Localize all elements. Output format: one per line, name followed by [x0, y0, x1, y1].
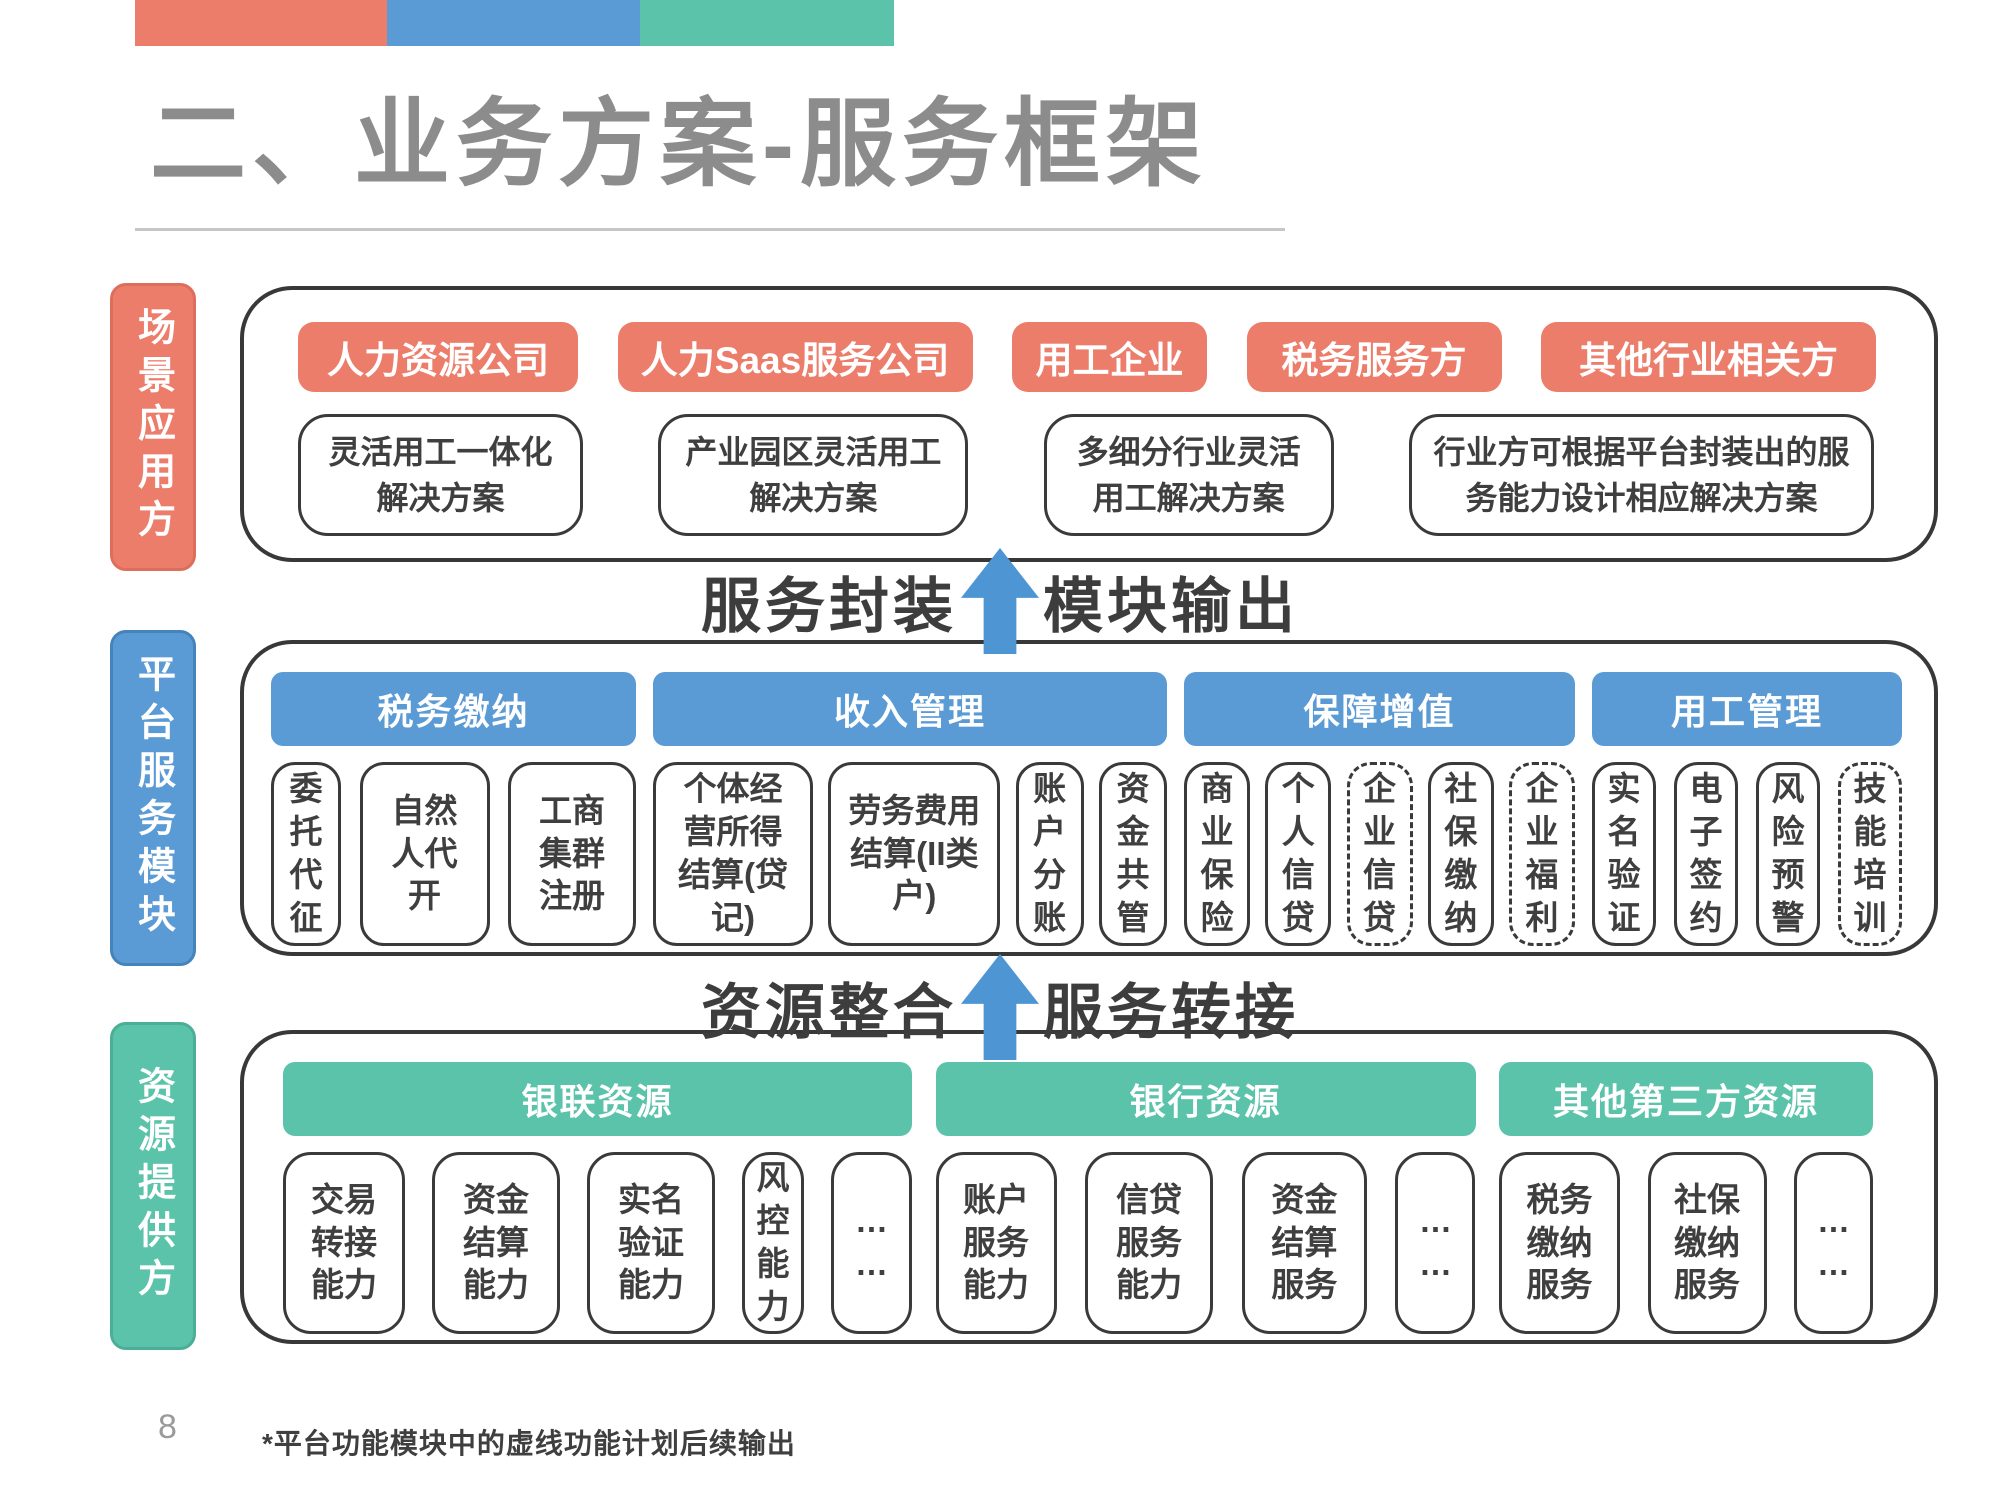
module-cell: 工商集群注册: [508, 762, 636, 946]
solution-row: 灵活用工一体化解决方案产业园区灵活用工解决方案多细分行业灵活用工解决方案行业方可…: [298, 414, 1874, 536]
side-label-platform: 平台服务模块: [110, 630, 196, 966]
capability-cell: 资金结算服务: [1241, 1152, 1367, 1334]
cell-row: 交易转接能力资金结算能力实名验证能力风控能力 ……: [283, 1152, 912, 1334]
resource-band-container: 银联资源交易转接能力资金结算能力实名验证能力风控能力……银行资源账户服务能力信贷…: [240, 1030, 1938, 1344]
cell-row: 商业保险个人信贷企业信贷社保缴纳企业福利: [1184, 762, 1575, 946]
module-cell: 委托代征: [271, 762, 341, 946]
cell-row: 委托代征自然人代开工商集群注册: [271, 762, 636, 946]
module-cell: 技能培训: [1838, 762, 1902, 946]
capability-cell: 实名验证能力: [587, 1152, 715, 1334]
actor-button: 人力资源公司: [298, 322, 578, 392]
actor-button: 税务服务方: [1246, 322, 1502, 392]
page-number: 8: [158, 1408, 177, 1446]
solution-card: 行业方可根据平台封装出的服务能力设计相应解决方案: [1408, 414, 1874, 536]
actor-button: 其他行业相关方: [1541, 322, 1876, 392]
solution-card: 灵活用工一体化解决方案: [298, 414, 583, 536]
cell-row: 个体经营所得结算(贷记)劳务费用结算(II类户)账户分账资金共管: [653, 762, 1167, 946]
module-cell: 企业福利: [1509, 762, 1575, 946]
platform-groups-row: 税务缴纳委托代征自然人代开工商集群注册收入管理个体经营所得结算(贷记)劳务费用结…: [271, 672, 1902, 946]
footnote: *平台功能模块中的虚线功能计划后续输出: [262, 1428, 796, 1459]
scenario-band-container: 人力资源公司人力Saas服务公司用工企业税务服务方其他行业相关方 灵活用工一体化…: [240, 286, 1938, 562]
module-cell: 个人信贷: [1265, 762, 1332, 946]
module-cell: 自然人代开: [359, 762, 490, 946]
capability-cell: 风控能力: [742, 1152, 804, 1334]
actor-button: 用工企业: [1012, 322, 1207, 392]
group-header: 银行资源: [935, 1062, 1476, 1136]
platform-group: 保障增值商业保险个人信贷企业信贷社保缴纳企业福利: [1184, 672, 1575, 946]
module-cell: 个体经营所得结算(贷记): [653, 762, 813, 946]
page-title: 二、业务方案-服务框架: [150, 91, 1208, 198]
flow-banner-service-packaging: 服务封装 模块输出: [0, 548, 2000, 654]
capability-cell: 信贷服务能力: [1085, 1152, 1214, 1334]
brand-bar-blue: [387, 0, 640, 46]
cell-row: 税务缴纳服务社保缴纳服务……: [1499, 1152, 1873, 1334]
side-label-scenario: 场景应用方: [110, 283, 196, 571]
platform-band-container: 税务缴纳委托代征自然人代开工商集群注册收入管理个体经营所得结算(贷记)劳务费用结…: [240, 640, 1938, 956]
platform-group: 税务缴纳委托代征自然人代开工商集群注册: [271, 672, 636, 946]
group-header: 保障增值: [1184, 672, 1575, 746]
actor-button: 人力Saas服务公司: [617, 322, 973, 392]
flow-label-right: 模块输出: [1043, 572, 1299, 640]
resource-groups-row: 银联资源交易转接能力资金结算能力实名验证能力风控能力……银行资源账户服务能力信贷…: [283, 1062, 1873, 1334]
resource-group: 其他第三方资源税务缴纳服务社保缴纳服务……: [1499, 1062, 1873, 1334]
cell-row: 实名验证电子签约风险预警技能培训: [1592, 762, 1902, 946]
module-cell: 社保缴纳: [1427, 762, 1494, 946]
up-arrow-icon: [961, 548, 1039, 654]
module-cell: 劳务费用结算(II类户): [828, 762, 1001, 946]
module-cell: 企业信贷: [1346, 762, 1413, 946]
solution-card: 多细分行业灵活用工解决方案: [1043, 414, 1334, 536]
brand-bar-salmon: [135, 0, 387, 46]
up-arrow-icon: [961, 954, 1039, 1060]
actor-row: 人力资源公司人力Saas服务公司用工企业税务服务方其他行业相关方: [298, 322, 1876, 392]
module-cell: 实名验证: [1592, 762, 1656, 946]
module-cell: 电子签约: [1674, 762, 1738, 946]
flow-banner-resource-integration: 资源整合 服务转接: [0, 954, 2000, 1060]
capability-cell: 交易转接能力: [283, 1152, 405, 1334]
group-header: 银联资源: [283, 1062, 912, 1136]
capability-cell: 税务缴纳服务: [1499, 1152, 1620, 1334]
flow-label-right: 服务转接: [1043, 978, 1299, 1046]
capability-cell: 账户服务能力: [935, 1152, 1057, 1334]
flow-label-left: 服务封装: [701, 572, 957, 640]
group-header: 其他第三方资源: [1499, 1062, 1873, 1136]
module-cell: 风险预警: [1756, 762, 1820, 946]
group-header: 用工管理: [1592, 672, 1902, 746]
platform-group: 用工管理实名验证电子签约风险预警技能培训: [1592, 672, 1902, 946]
resource-group: 银联资源交易转接能力资金结算能力实名验证能力风控能力 ……: [283, 1062, 912, 1334]
side-label-resource: 资源提供方: [110, 1022, 196, 1350]
module-cell: 商业保险: [1184, 762, 1250, 946]
module-cell: 账户分账: [1015, 762, 1084, 946]
capability-cell: 社保缴纳服务: [1647, 1152, 1767, 1334]
capability-cell: ……: [831, 1152, 912, 1334]
group-header: 税务缴纳: [271, 672, 636, 746]
capability-cell: ……: [1794, 1152, 1873, 1334]
cell-row: 账户服务能力信贷服务能力资金结算服务……: [935, 1152, 1476, 1334]
capability-cell: 资金结算能力: [432, 1152, 560, 1334]
group-header: 收入管理: [653, 672, 1167, 746]
module-cell: 资金共管: [1098, 762, 1167, 946]
capability-cell: ……: [1395, 1152, 1476, 1334]
resource-group: 银行资源账户服务能力信贷服务能力资金结算服务……: [935, 1062, 1476, 1334]
flow-label-left: 资源整合: [701, 978, 957, 1046]
title-underline: [135, 228, 1285, 231]
brand-bar-green: [640, 0, 894, 46]
solution-card: 产业园区灵活用工解决方案: [658, 414, 969, 536]
platform-group: 收入管理个体经营所得结算(贷记)劳务费用结算(II类户)账户分账资金共管: [653, 672, 1167, 946]
